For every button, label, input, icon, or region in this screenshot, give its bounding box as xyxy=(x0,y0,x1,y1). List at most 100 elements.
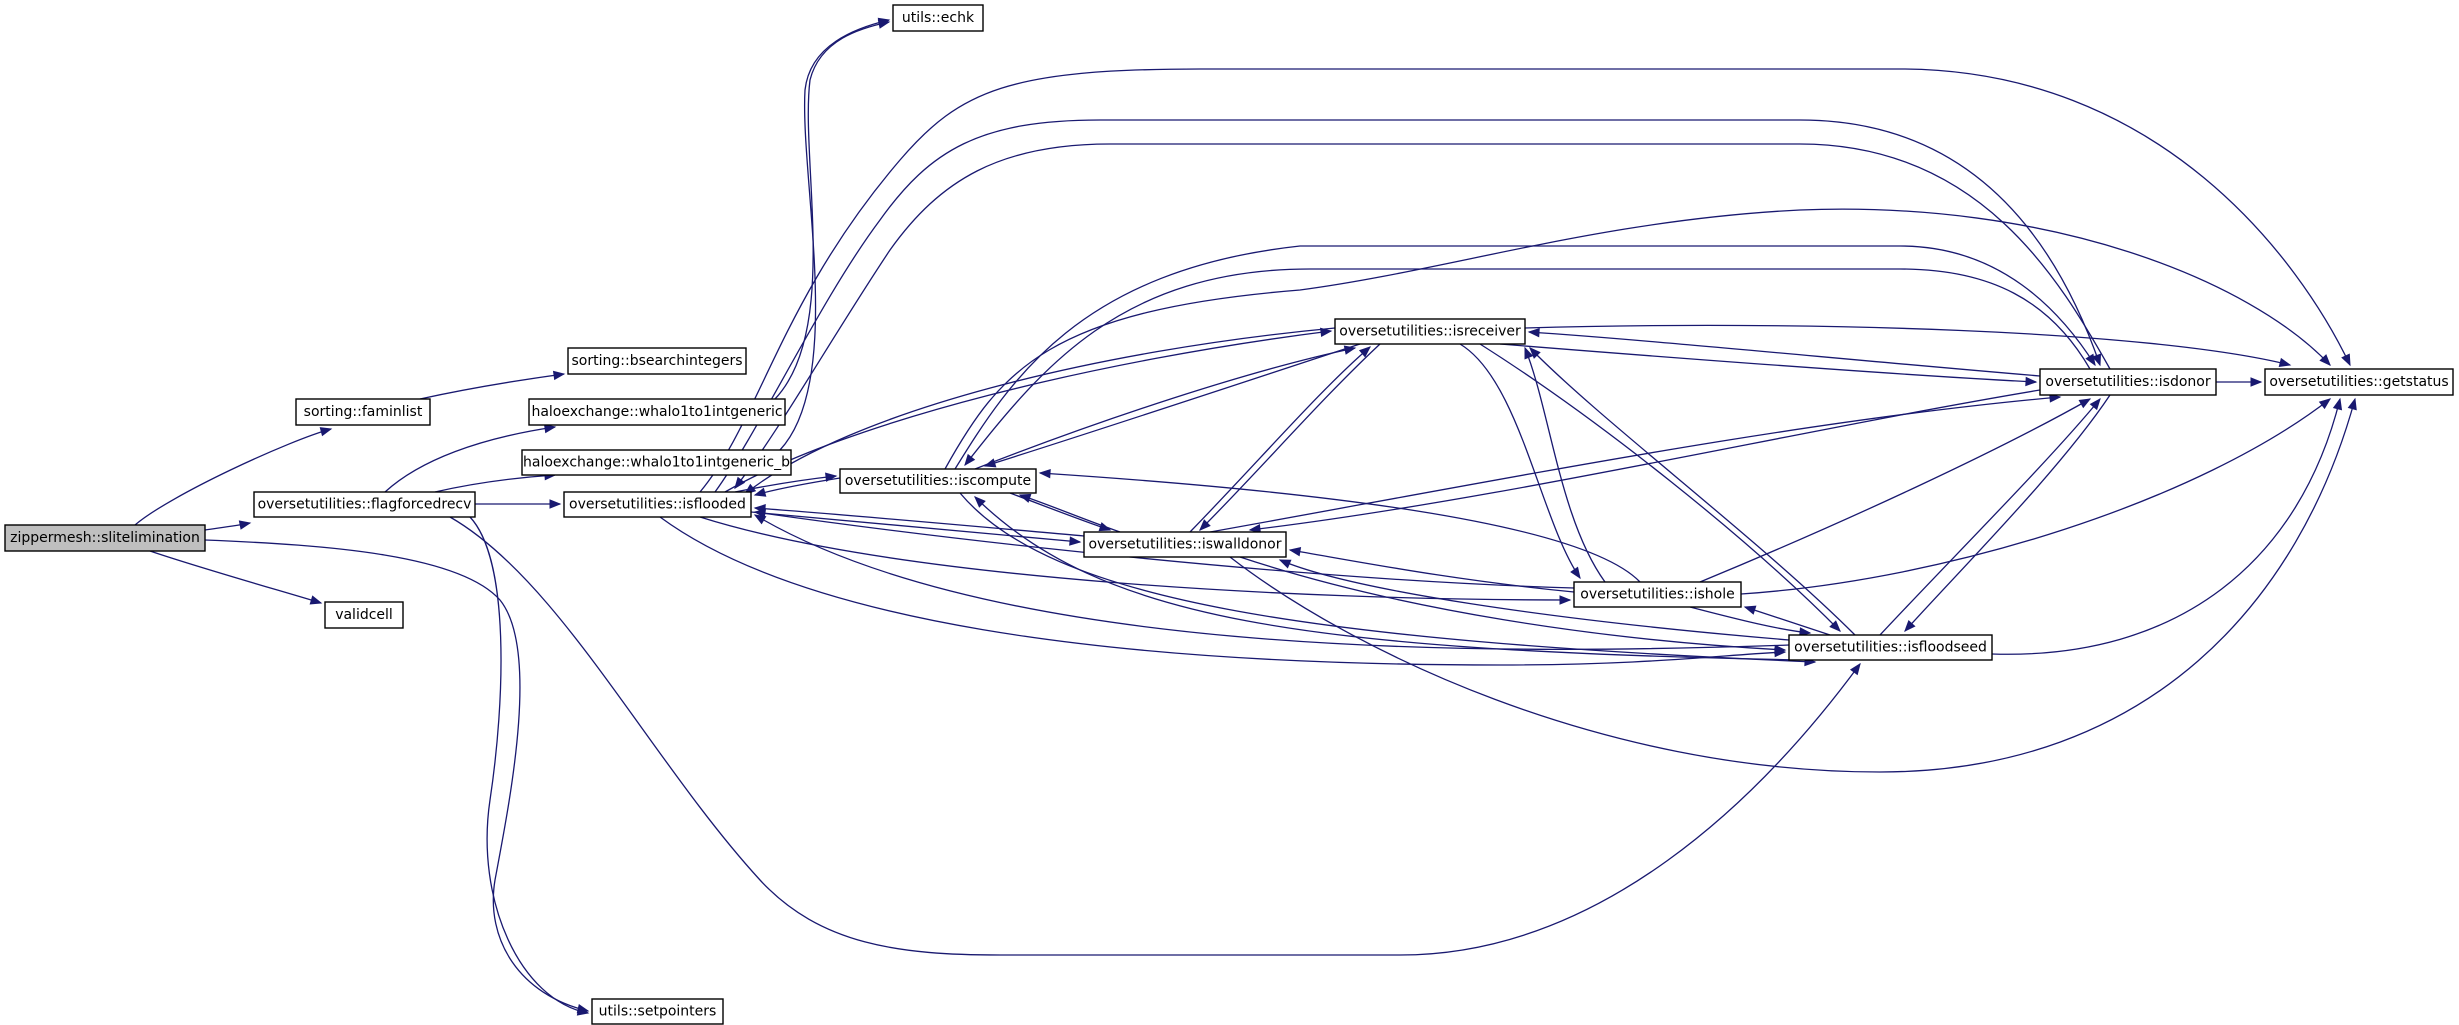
edge-oversetutilities-isreceiver-to-oversetutilities-ishole xyxy=(1459,343,1581,580)
edge-line xyxy=(1289,549,1575,593)
edge-arrowhead xyxy=(2278,357,2292,368)
edge-line xyxy=(724,330,1332,493)
edge-zippermesh-slitelimination-to-oversetutilities-flagforcedrecv xyxy=(204,520,252,531)
node-oversetutilities-flagforcedrecv[interactable]: oversetutilities::flagforcedrecv xyxy=(253,491,476,518)
node-label: oversetutilities::isreceiver xyxy=(1339,324,1521,340)
edge-oversetutilities-isflooded-to-oversetutilities-iswalldonor xyxy=(750,511,1082,546)
edge-line xyxy=(1249,389,2041,531)
node-oversetutilities-getstatus[interactable]: oversetutilities::getstatus xyxy=(2264,368,2454,396)
edge-line xyxy=(1740,398,2331,595)
edge-line xyxy=(754,507,1085,537)
edge-oversetutilities-iswalldonor-to-oversetutilities-isdonor xyxy=(1209,393,2062,533)
edge-arrowhead xyxy=(753,487,767,497)
edge-oversetutilities-iswalldonor-to-oversetutilities-isfloodseed xyxy=(1239,556,1787,655)
edge-oversetutilities-iswalldonor-to-oversetutilities-isflooded xyxy=(753,504,1085,537)
edge-line xyxy=(659,516,1786,666)
edge-oversetutilities-iswalldonor-to-oversetutilities-iscompute xyxy=(1018,493,1121,533)
edge-line xyxy=(1209,396,2061,533)
edge-oversetutilities-isfloodseed-to-oversetutilities-ishole xyxy=(1743,605,1831,636)
edge-arrowhead xyxy=(2318,398,2332,410)
edge-arrowhead xyxy=(319,427,333,437)
edge-line xyxy=(434,474,556,493)
node-label: oversetutilities::getstatus xyxy=(2269,374,2448,390)
edge-line xyxy=(1524,347,1606,583)
edge-line xyxy=(134,428,332,526)
edge-line xyxy=(1879,398,2101,636)
node-zippermesh-slitelimination[interactable]: zippermesh::slitelimination xyxy=(4,524,206,552)
node-oversetutilities-iswalldonor[interactable]: oversetutilities::iswalldonor xyxy=(1083,531,1287,558)
edge-arrowhead xyxy=(1527,327,1540,338)
edge-line xyxy=(974,496,1801,661)
edge-line xyxy=(419,373,565,400)
edge-oversetutilities-isreceiver-to-oversetutilities-getstatus xyxy=(1524,324,2292,368)
node-label: oversetutilities::isfloodseed xyxy=(1794,640,1987,656)
edge-arrowhead xyxy=(1559,595,1572,605)
edge-arrowhead xyxy=(753,508,767,519)
node-oversetutilities-isflooded[interactable]: oversetutilities::isflooded xyxy=(563,491,752,518)
edge-line xyxy=(469,516,589,1014)
edge-oversetutilities-isdonor-to-oversetutilities-iscompute xyxy=(964,268,2091,467)
edge-arrowhead xyxy=(1038,468,1051,479)
edge-oversetutilities-isflooded-to-oversetutilities-getstatus xyxy=(699,68,2351,493)
node-oversetutilities-isdonor[interactable]: oversetutilities::isdonor xyxy=(2039,368,2217,396)
edge-line xyxy=(699,68,2351,493)
edge-oversetutilities-isdonor-to-oversetutilities-isflooded xyxy=(734,143,2111,490)
node-oversetutilities-ishole[interactable]: oversetutilities::ishole xyxy=(1573,581,1742,608)
edge-sorting-faminlist-to-sorting-bsearchintegers xyxy=(419,370,566,400)
node-validcell[interactable]: validcell xyxy=(324,601,404,629)
edge-line xyxy=(1199,343,1381,531)
node-label: oversetutilities::iscompute xyxy=(845,473,1031,489)
edge-arrowhead xyxy=(549,499,562,509)
edge-line xyxy=(734,475,837,493)
edge-line xyxy=(449,516,1861,956)
node-oversetutilities-iscompute[interactable]: oversetutilities::iscompute xyxy=(839,468,1037,494)
edge-arrowhead xyxy=(1774,644,1787,655)
edge-line xyxy=(1528,331,2041,377)
edge-oversetutilities-isflooded-to-oversetutilities-iscompute xyxy=(734,472,838,493)
edge-oversetutilities-flagforcedrecv-to-haloexchange-whalo1to1intgeneric xyxy=(384,423,557,493)
edge-oversetutilities-iswalldonor-to-oversetutilities-isreceiver xyxy=(1189,346,1372,533)
edge-arrowhead xyxy=(2089,397,2101,411)
edge-arrowhead xyxy=(2025,376,2038,387)
node-haloexchange-whalo1to1intgeneric[interactable]: haloexchange::whalo1to1intgeneric xyxy=(528,398,786,426)
node-utils-echk[interactable]: utils::echk xyxy=(892,4,984,32)
edge-line xyxy=(384,426,556,493)
edge-line xyxy=(1189,346,1371,533)
edge-oversetutilities-flagforcedrecv-to-oversetutilities-isflooded xyxy=(475,499,562,509)
node-oversetutilities-isreceiver[interactable]: oversetutilities::isreceiver xyxy=(1334,318,1526,345)
node-label: oversetutilities::iswalldonor xyxy=(1088,537,1281,553)
edge-arrowhead xyxy=(552,370,566,381)
node-utils-setpointers[interactable]: utils::setpointers xyxy=(591,998,724,1025)
edge-arrowhead xyxy=(1904,620,1916,632)
edge-arrowhead xyxy=(2085,353,2096,367)
edge-haloexchange-whalo1to1intgeneric-b-to-utils-echk xyxy=(779,17,891,451)
edge-arrowhead xyxy=(1829,620,1841,632)
node-oversetutilities-isfloodseed[interactable]: oversetutilities::isfloodseed xyxy=(1788,634,1993,661)
edge-line xyxy=(984,343,1361,467)
node-sorting-faminlist[interactable]: sorting::faminlist xyxy=(295,398,431,426)
edge-line xyxy=(1904,394,2111,632)
edge-oversetutilities-isreceiver-to-oversetutilities-iswalldonor xyxy=(1199,343,1381,531)
edge-oversetutilities-isreceiver-to-oversetutilities-isflooded xyxy=(743,327,1336,495)
edge-line xyxy=(1479,343,1841,632)
edge-oversetutilities-isfloodseed-to-oversetutilities-iscompute xyxy=(974,496,1801,661)
edge-line xyxy=(744,327,1336,495)
edge-arrowhead xyxy=(983,458,997,468)
edge-oversetutilities-isfloodseed-to-oversetutilities-getstatus xyxy=(1991,397,2343,655)
edge-line xyxy=(1699,398,2091,583)
edge-line xyxy=(779,19,890,451)
edge-line xyxy=(774,21,890,400)
node-sorting-bsearchintegers[interactable]: sorting::bsearchintegers xyxy=(567,347,747,375)
edge-line xyxy=(1529,347,1856,636)
edge-line xyxy=(959,492,1816,663)
edge-oversetutilities-isflooded-to-oversetutilities-isdonor xyxy=(714,119,2102,493)
edge-arrowhead xyxy=(2347,397,2357,411)
edge-line xyxy=(714,119,2101,493)
edge-arrowhead xyxy=(1358,346,1372,358)
edge-oversetutilities-isflooded-to-oversetutilities-isreceiver xyxy=(724,327,1333,493)
edge-oversetutilities-isdonor-to-oversetutilities-isreceiver xyxy=(1527,327,2041,377)
node-label: zippermesh::slitelimination xyxy=(10,530,200,546)
edge-haloexchange-whalo1to1intgeneric-to-utils-echk xyxy=(774,19,891,400)
node-haloexchange-whalo1to1intgeneric-b[interactable]: haloexchange::whalo1to1intgeneric_b xyxy=(521,449,792,476)
